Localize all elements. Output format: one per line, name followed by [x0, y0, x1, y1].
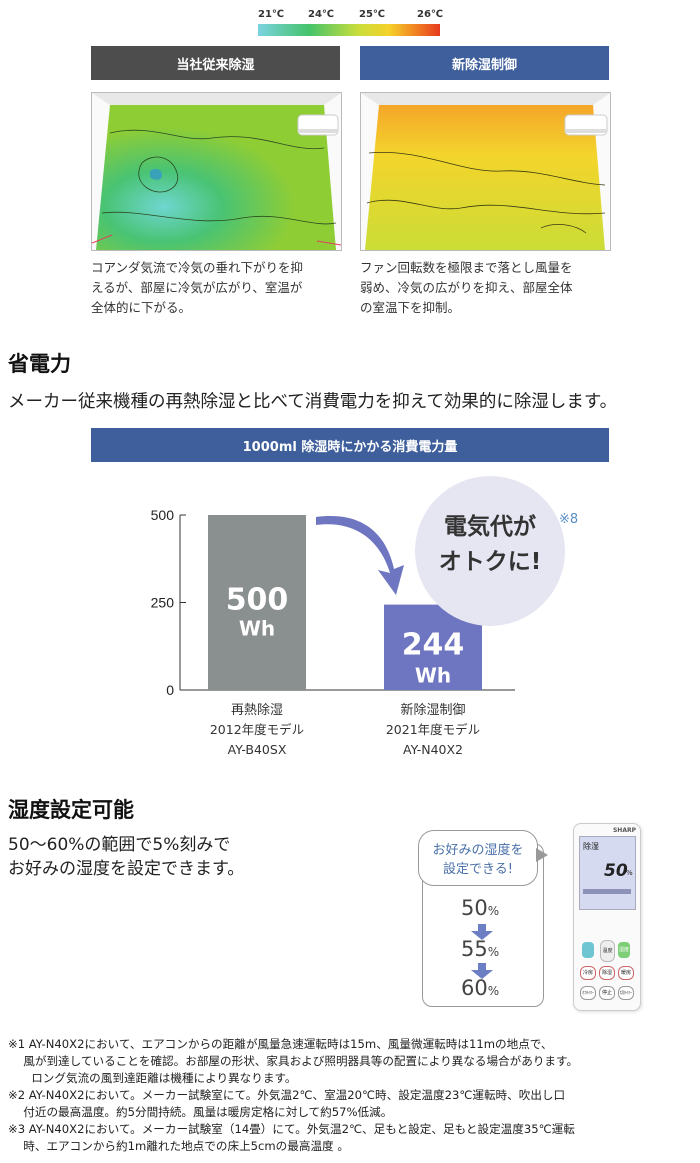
y-tick-label: 500 — [151, 507, 175, 523]
remote-control: SHARP 除湿 50 % 温度 湿度 冷房 除湿 暖房 ｵﾌﾀｲﾏｰ 停止 切… — [573, 823, 641, 1011]
decrease-arrow-icon — [316, 516, 404, 595]
power-saving-title: 省電力 — [8, 352, 71, 376]
bar-1 — [208, 515, 306, 690]
caption-line: の室温下を抑制。 — [360, 300, 461, 315]
new-caption: ファン回転数を極限まで落とし風量を 弱め、冷気の広がりを抑え、部屋全体 の室温下… — [360, 258, 609, 318]
bar-value-label: 500 — [226, 582, 289, 617]
savings-bubble-line2: オトクに! — [438, 549, 542, 575]
caption-line: 全体的に下がる。 — [91, 300, 192, 315]
footnotes: ※1 AY-N40X2において、エアコンからの距離が風量急速運転時は15m、風量… — [8, 1036, 578, 1155]
humidity-bubble-line1: お好みの湿度を — [432, 843, 524, 858]
remote-humidity-button[interactable]: 湿度 — [618, 942, 630, 958]
savings-bubble-line1: 電気代が — [444, 514, 536, 540]
footnote-line: ロング気流の風到達距離は機種により異なります。 — [8, 1071, 297, 1085]
step-value: 50 — [461, 896, 488, 920]
remote-off-timer-button[interactable]: 切ﾀｲﾏｰ — [618, 986, 634, 1000]
humidity-speech-bubble — [418, 830, 538, 886]
remote-on-timer-button[interactable]: ｵﾌﾀｲﾏｰ — [580, 986, 596, 1000]
new-room-heatmap — [360, 92, 611, 251]
step-value: 60 — [461, 976, 488, 1000]
step-unit: % — [487, 904, 500, 918]
humidity-title: 湿度設定可能 — [8, 798, 134, 822]
step-unit: % — [487, 984, 500, 998]
humidity-step-50: 50% — [461, 896, 499, 920]
remote-lcd-bar — [583, 889, 631, 894]
category-sub-label: 2021年度モデル — [386, 722, 480, 737]
power-chart-title: 1000ml 除湿時にかかる消費電力量 — [91, 428, 609, 462]
humidity-bubble-line2: 設定できる! — [443, 862, 513, 877]
category-sub-label: AY-B40SX — [228, 742, 287, 757]
speech-bubble-tail — [536, 848, 548, 862]
remote-humidity-value: 50 — [604, 861, 628, 881]
humidity-step-60: 60% — [461, 976, 499, 1000]
footnote-line: ※1 AY-N40X2において、エアコンからの距離が風量急速運転時は15m、風量… — [8, 1037, 553, 1051]
down-arrow-icon — [471, 963, 493, 983]
conventional-caption: コアンダ気流で冷気の垂れ下がりを抑 えるが、部屋に冷気が広がり、室温が 全体的に… — [91, 258, 340, 318]
conventional-room-heatmap — [91, 92, 342, 251]
down-arrow-icon — [471, 924, 493, 944]
remote-lcd: 除湿 50 % — [579, 836, 636, 910]
remote-dry-button[interactable]: 除湿 — [599, 966, 615, 980]
humidity-step-55: 55% — [461, 937, 499, 961]
remote-button[interactable] — [582, 942, 594, 958]
category-sub-label: 2012年度モデル — [210, 722, 304, 737]
power-bar-chart: 0250500500Wh再熱除湿2012年度モデルAY-B40SX244Wh新除… — [151, 507, 515, 757]
new-dehumidify-header: 新除湿制御 — [360, 46, 609, 80]
humidity-text-2: お好みの湿度を設定できます。 — [8, 859, 245, 879]
step-value: 55 — [461, 937, 488, 961]
bar-unit-label: Wh — [239, 616, 275, 640]
caption-line: コアンダ気流で冷気の垂れ下がりを抑 — [91, 260, 304, 275]
remote-cool-button[interactable]: 冷房 — [580, 966, 596, 980]
category-label: 新除湿制御 — [400, 702, 465, 718]
step-unit: % — [487, 945, 500, 959]
footnote-line: ※2 AY-N40X2において。メーカー試験室にて。外気温2℃、室温20℃時、設… — [8, 1088, 566, 1102]
y-tick-label: 250 — [151, 595, 175, 611]
remote-mode: 除湿 — [583, 842, 599, 851]
caption-line: えるが、部屋に冷気が広がり、室温が — [91, 280, 303, 295]
category-sub-label: AY-N40X2 — [403, 742, 463, 757]
remote-heat-button[interactable]: 暖房 — [618, 966, 634, 980]
bar-value-label: 244 — [402, 628, 465, 663]
power-saving-text: メーカー従来機種の再熱除湿と比べて消費電力を抑えて効果的に除湿します。 — [8, 392, 618, 412]
remote-temp-button[interactable]: 温度 — [600, 940, 615, 962]
savings-bubble — [415, 476, 565, 626]
humidity-text-1: 50～60%の範囲で5%刻みで — [8, 835, 231, 855]
remote-stop-button[interactable]: 停止 — [599, 986, 615, 1000]
y-tick-label: 0 — [166, 682, 174, 698]
legend-label-26: 26℃ — [417, 9, 444, 20]
conventional-dehumidify-header: 当社従来除湿 — [91, 46, 340, 80]
remote-humidity-unit: % — [626, 869, 633, 877]
footnote-line: 付近の最高温度。約5分間持続。風量は暖房定格に対して約57%低減。 — [8, 1105, 393, 1119]
footnote-line: 風が到達していることを確認。お部屋の形状、家具および照明器具等の配置により異なる… — [8, 1054, 579, 1068]
legend-label-24: 24℃ — [308, 9, 335, 20]
legend-label-25: 25℃ — [359, 9, 386, 20]
bar-unit-label: Wh — [415, 664, 451, 688]
caption-line: 弱め、冷気の広がりを抑え、部屋全体 — [360, 280, 573, 295]
remote-brand: SHARP — [612, 827, 636, 834]
caption-line: ファン回転数を極限まで落とし風量を — [360, 260, 573, 275]
category-label: 再熱除湿 — [231, 703, 283, 718]
legend-label-21: 21℃ — [258, 9, 285, 20]
footnote-line: ※3 AY-N40X2において。メーカー試験室（14畳）にて。外気温2℃、足もと… — [8, 1122, 575, 1136]
legend-gradient-bar — [258, 24, 440, 36]
footnote-line: 時、エアコンから約1m離れた地点での床上5cmの最高温度 。 — [8, 1139, 349, 1153]
footnote-ref-8: ※8 — [559, 512, 579, 527]
